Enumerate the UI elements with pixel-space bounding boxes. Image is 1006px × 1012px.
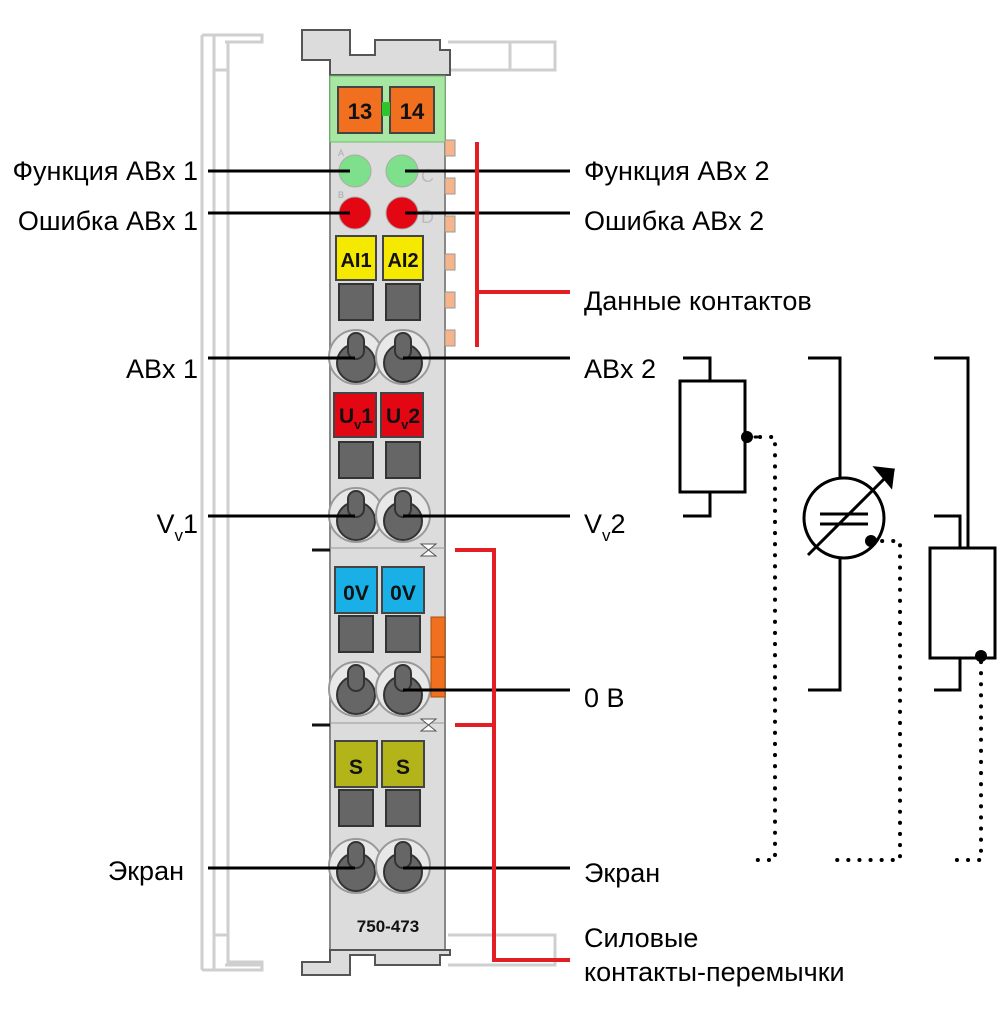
terminal-number-13-text: 13 [348, 99, 372, 124]
release-slot [385, 441, 421, 479]
label-uv2: Uv2 [380, 392, 424, 438]
sensor-left-tap [741, 431, 753, 443]
label-ai1: AI1 [335, 235, 377, 281]
label-uv1-text: Uv1 [339, 405, 373, 432]
sensor-thermistor-middle [802, 356, 895, 692]
label-uv2-text: Uv2 [386, 405, 420, 432]
sensor-right-tap [975, 650, 987, 662]
clamp-tab [394, 664, 412, 692]
terminal-number-14: 14 [389, 86, 435, 134]
label-vv2: Vv2 [584, 509, 626, 545]
model-number: 750-473 [357, 917, 419, 936]
led-letter-c: C [421, 166, 434, 186]
terminal-number-14-text: 14 [400, 99, 425, 124]
release-slot [338, 789, 374, 827]
label-screen-right: Экран [584, 858, 661, 888]
led-letter-d: D [421, 207, 434, 227]
label-zero-v: 0 В [584, 683, 625, 713]
label-function-2: Функция ABх 2 [584, 156, 770, 186]
release-slot [338, 615, 374, 653]
label-error-1: Ошибка ABх 1 [17, 206, 198, 236]
label-screen-left: Экран [107, 856, 184, 886]
label-ai1-text: AI1 [340, 250, 371, 272]
release-slot [385, 789, 421, 827]
sensor-left-shield [748, 435, 777, 862]
clamp-tab [394, 841, 412, 869]
release-slot [385, 615, 421, 653]
sensor-resistor-right [928, 356, 997, 692]
leader-lines [208, 169, 570, 870]
clamp-tab [347, 490, 365, 518]
label-vv1: Vv1 [156, 509, 198, 545]
sensor-right-shield [948, 660, 983, 862]
sensor-resistor-left [678, 356, 762, 518]
clamp-tab [394, 490, 412, 518]
label-s-2-text: S [396, 756, 410, 779]
label-0v-2: 0V [381, 566, 425, 614]
label-s-1-text: S [349, 756, 363, 779]
led-letter-b: B [338, 190, 344, 200]
label-error-2: Ошибка ABх 2 [584, 206, 765, 236]
label-0v-2-text: 0V [390, 582, 416, 605]
led-letter-a: A [338, 148, 344, 158]
terminal-number-13: 13 [337, 86, 383, 134]
release-slot [338, 441, 374, 479]
label-abx-1: ABх 1 [125, 354, 198, 384]
label-ai2: AI2 [382, 235, 424, 281]
label-abx-2: ABх 2 [584, 354, 657, 384]
clamp-tab [347, 332, 365, 360]
label-function-1: Функция ABх 1 [12, 156, 198, 186]
module-separators [312, 543, 445, 732]
label-power-line2: контакты-перемычки [584, 957, 845, 987]
label-s-2: S [381, 740, 425, 788]
label-uv1: Uv1 [333, 392, 377, 438]
release-slot [338, 283, 374, 321]
clamp-tab [347, 841, 365, 869]
label-ai2-text: AI2 [387, 250, 418, 272]
data-contact-pins [444, 139, 456, 347]
power-contacts-bracket [455, 548, 570, 962]
label-0v-1: 0V [334, 566, 378, 614]
sensor-middle-shield [828, 539, 902, 862]
clamp-tab [394, 332, 412, 360]
status-strip [382, 102, 390, 116]
data-contacts-bracket [475, 142, 570, 347]
clamp-tab [347, 664, 365, 692]
label-power-line1: Силовые [584, 923, 699, 953]
label-s-1: S [334, 740, 378, 788]
release-slot [385, 283, 421, 321]
label-data-contacts: Данные контактов [584, 286, 812, 316]
label-0v-1-text: 0V [343, 582, 369, 605]
